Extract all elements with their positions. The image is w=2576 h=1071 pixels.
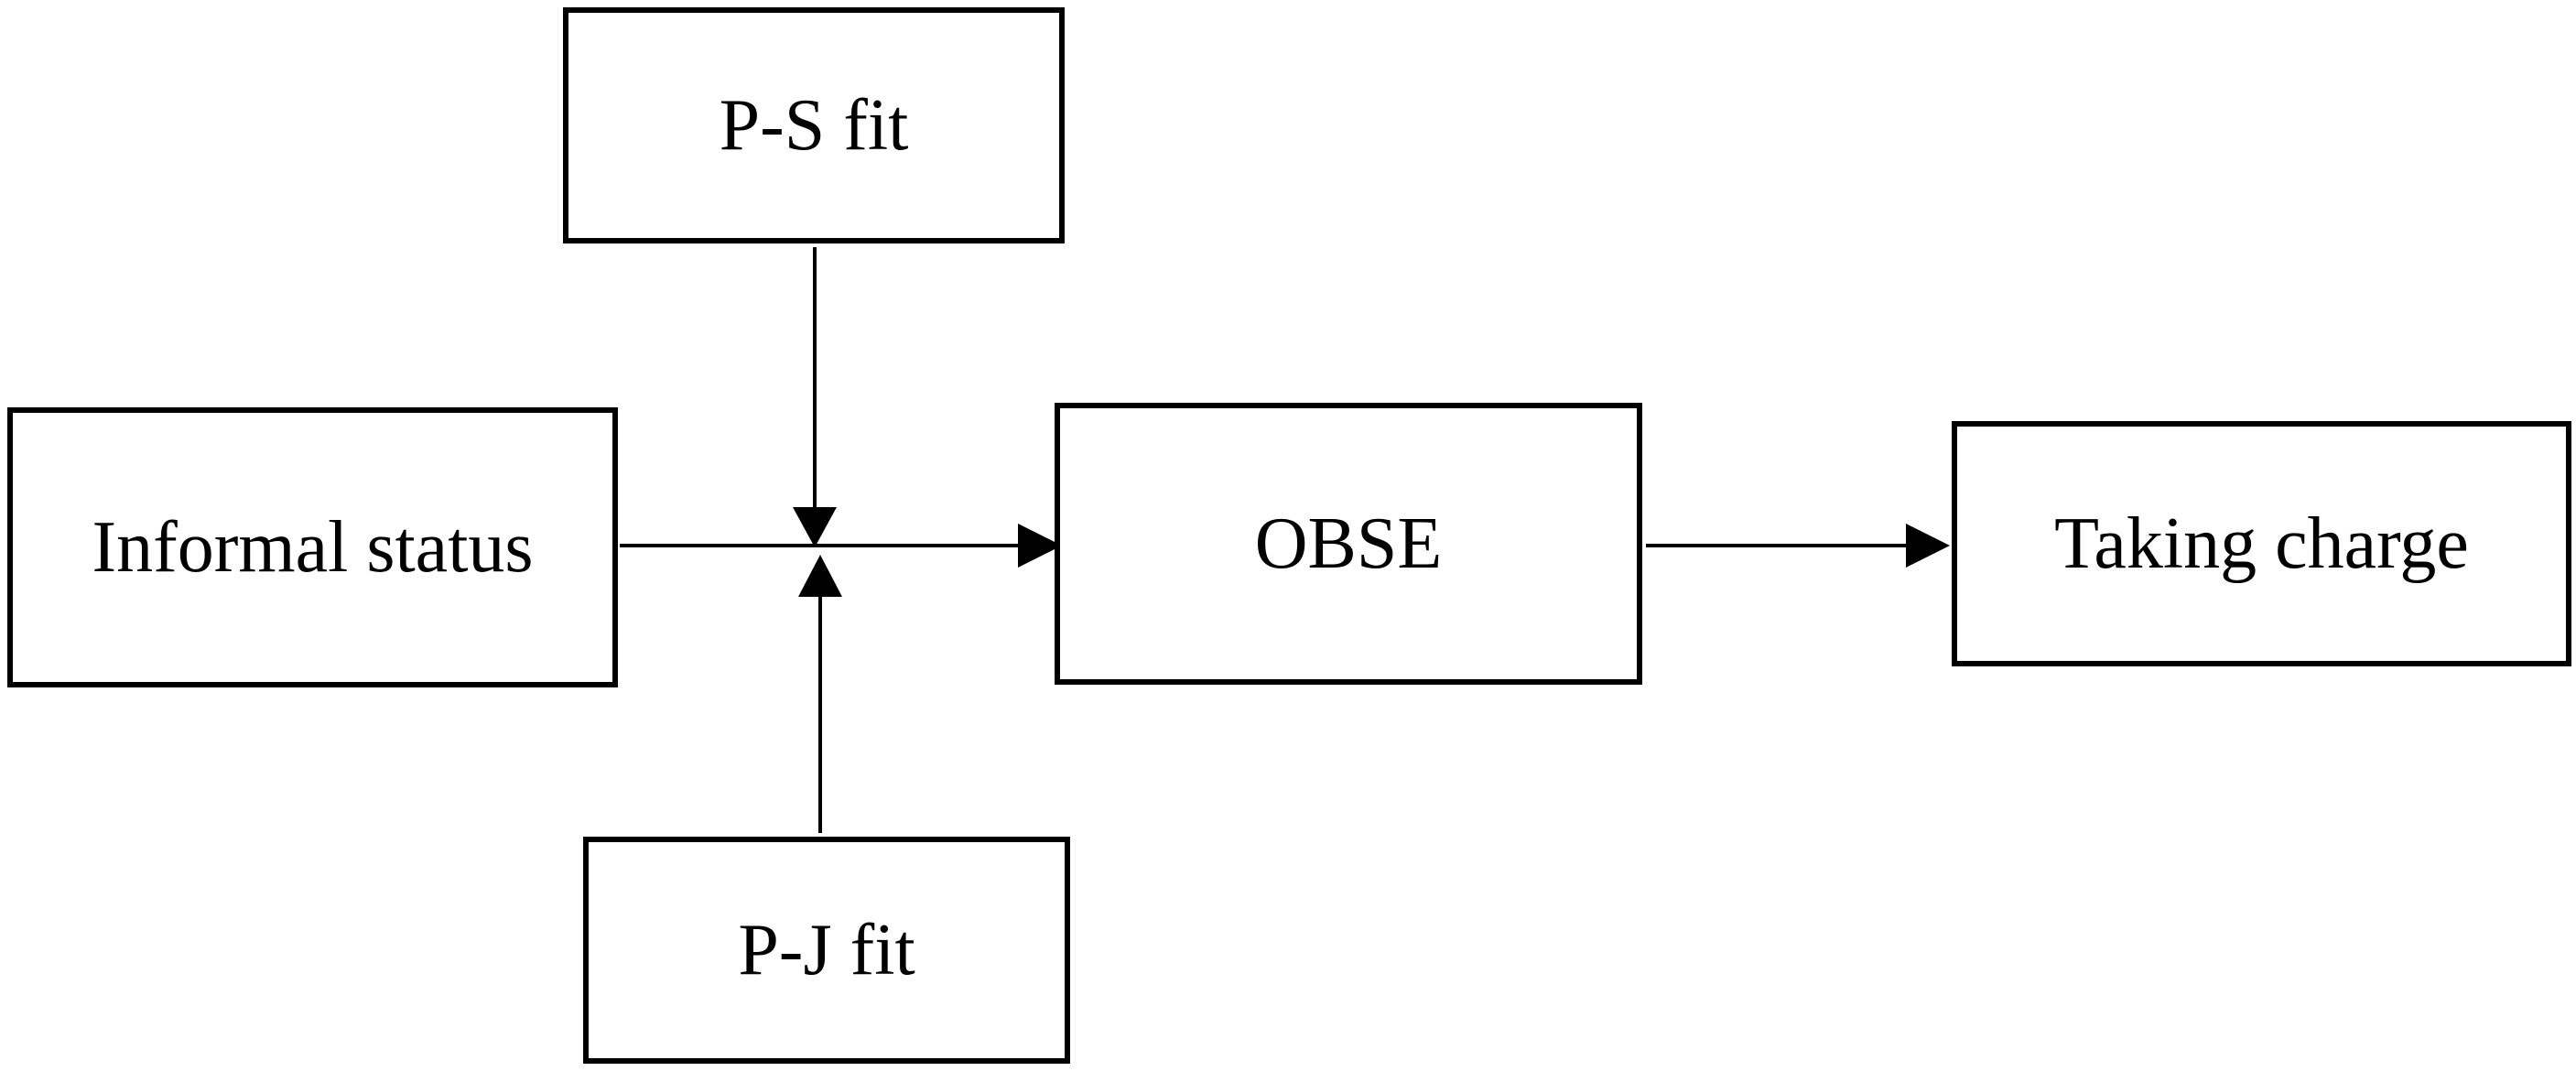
node-obse: OBSE: [1055, 403, 1642, 685]
arrowhead-into-obse: [1018, 524, 1062, 568]
node-pj-fit-label: P-J fit: [738, 910, 915, 990]
arrowhead-into-taking-charge: [1906, 524, 1950, 568]
node-informal-status: Informal status: [7, 407, 618, 687]
arrowhead-pj-fit-moderation: [798, 555, 842, 597]
node-ps-fit: P-S fit: [563, 7, 1065, 243]
node-taking-charge-label: Taking charge: [2054, 503, 2469, 584]
node-obse-label: OBSE: [1254, 503, 1443, 584]
node-informal-status-label: Informal status: [92, 507, 534, 588]
arrowhead-ps-fit-moderation: [793, 507, 837, 547]
node-ps-fit-label: P-S fit: [719, 85, 909, 166]
node-pj-fit: P-J fit: [583, 837, 1070, 1064]
node-taking-charge: Taking charge: [1952, 421, 2571, 666]
